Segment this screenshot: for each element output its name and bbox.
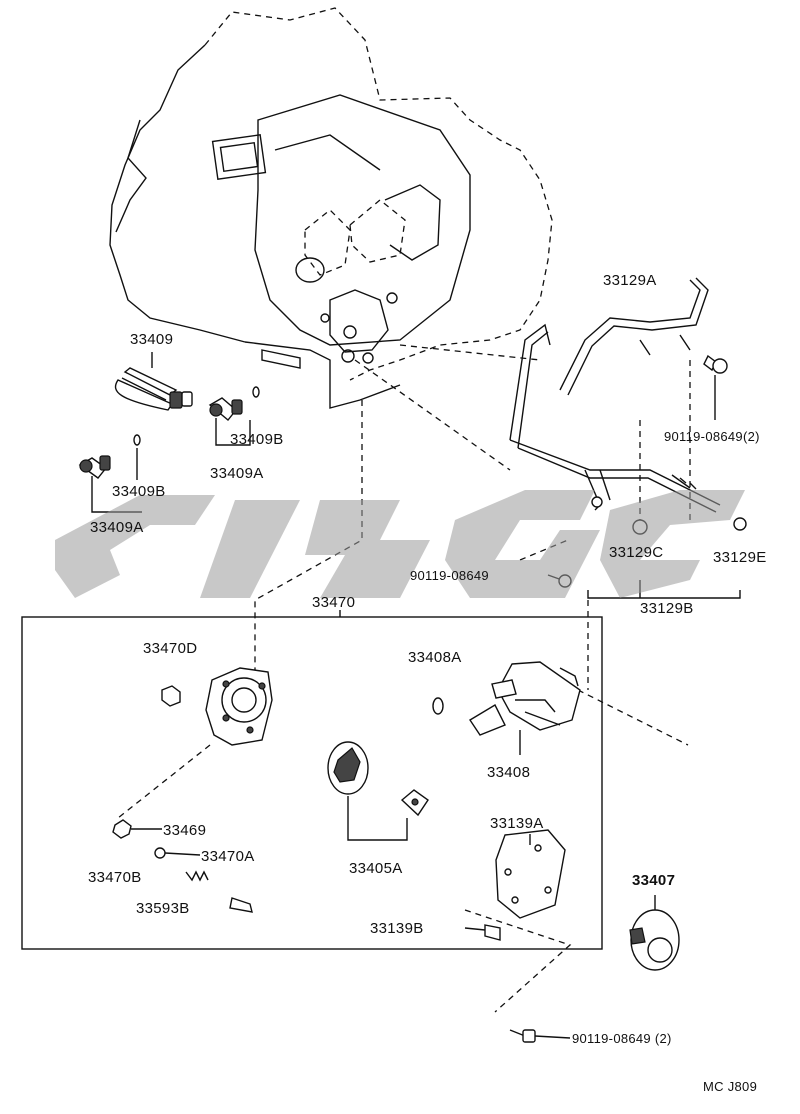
label-33139a: 33139A [490, 815, 544, 832]
label-90119-bottom: 90119-08649 (2) [572, 1031, 672, 1046]
label-33408a: 33408A [408, 649, 462, 666]
sensor-33407 [629, 895, 680, 971]
label-33470d: 33470D [143, 640, 198, 657]
label-33407: 33407 [632, 872, 676, 889]
label-90119-top: 90119-08649(2) [664, 429, 760, 444]
kit-box [21, 610, 603, 950]
bolt-bottom [509, 1029, 571, 1043]
label-33129a: 33129A [603, 272, 657, 289]
label-33409a-2: 33409A [90, 519, 144, 536]
label-33470b: 33470B [88, 869, 142, 886]
kit-parts [112, 661, 581, 941]
label-33470: 33470 [312, 594, 356, 611]
label-33470a: 33470A [201, 848, 255, 865]
hose-parts [78, 352, 260, 513]
diagram-code: MC J809 [703, 1079, 758, 1094]
label-33409: 33409 [130, 331, 174, 348]
label-33593b: 33593B [136, 900, 190, 917]
pipe-assembly [509, 277, 741, 599]
label-33409b-1: 33409B [230, 431, 284, 448]
label-33405a: 33405A [349, 860, 403, 877]
label-33409a-1: 33409A [210, 465, 264, 482]
transmission-housing [109, 7, 553, 409]
label-33129e: 33129E [713, 549, 767, 566]
label-33139b: 33139B [370, 920, 424, 937]
label-33408: 33408 [487, 764, 531, 781]
watermark-logo [55, 490, 745, 598]
label-33129b: 33129B [640, 600, 694, 617]
label-33129c: 33129C [609, 544, 664, 561]
leader-lines [117, 344, 691, 1013]
label-33469: 33469 [163, 822, 207, 839]
label-33409b-2: 33409B [112, 483, 166, 500]
label-90119-mid: 90119-08649 [410, 568, 489, 583]
